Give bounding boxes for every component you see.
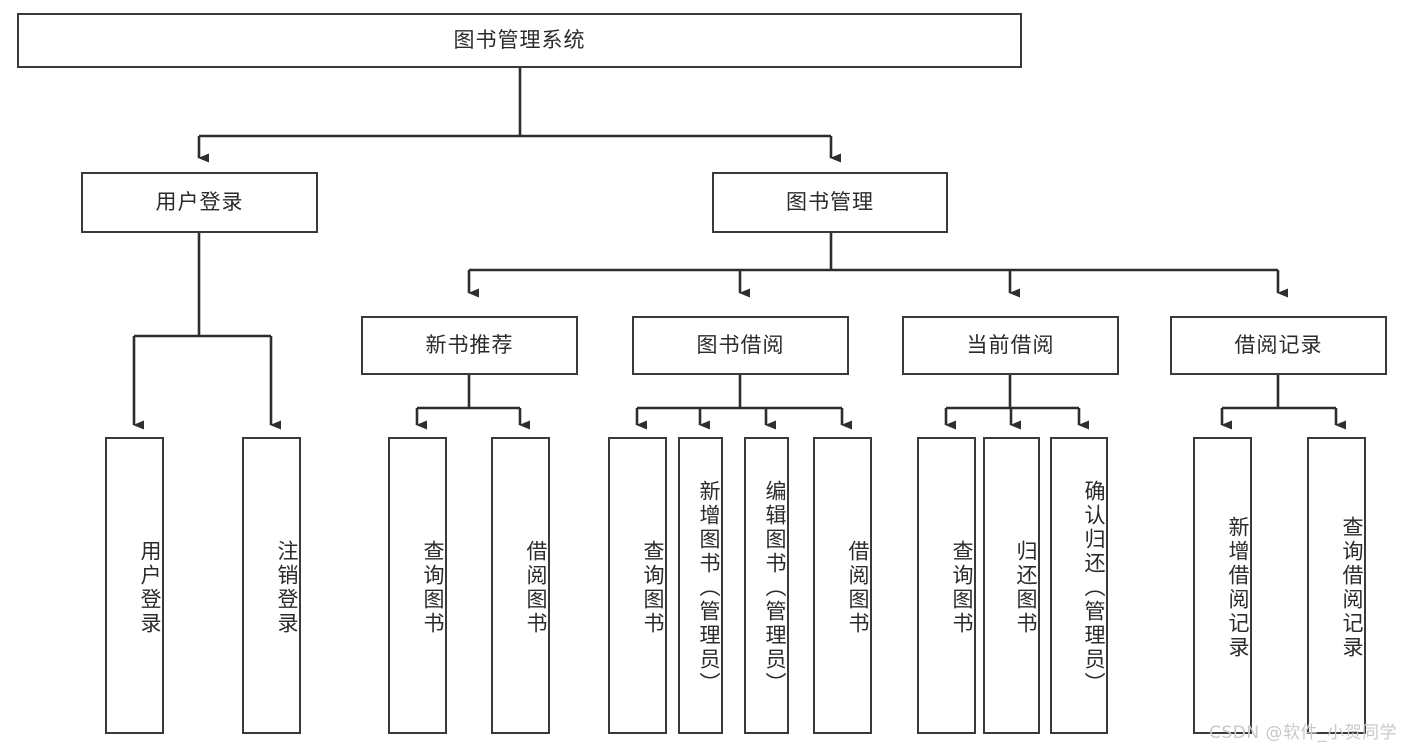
node-leaf-query-record-label: 查询借阅记录	[1340, 515, 1364, 660]
edges-bookborrow-to-leaves	[635, 375, 852, 430]
node-leaf-logout-login[interactable]: 注销登录	[242, 437, 301, 734]
node-user-login[interactable]: 用户登录	[81, 172, 318, 233]
node-leaf-logout-login-label: 注销登录	[275, 539, 299, 636]
node-leaf-add-record-label: 新增借阅记录	[1226, 515, 1250, 660]
node-leaf-return-book[interactable]: 归还图书	[983, 437, 1040, 734]
node-leaf-query-book-2[interactable]: 查询图书	[608, 437, 667, 734]
node-book-management-label: 图书管理	[786, 190, 874, 215]
node-borrow-record[interactable]: 借阅记录	[1170, 316, 1387, 375]
node-user-login-label: 用户登录	[155, 190, 244, 215]
node-new-book-recommend-label: 新书推荐	[425, 333, 514, 358]
node-leaf-query-record[interactable]: 查询借阅记录	[1307, 437, 1366, 734]
node-book-management[interactable]: 图书管理	[712, 172, 948, 233]
node-leaf-borrow-book-1[interactable]: 借阅图书	[491, 437, 550, 734]
node-leaf-return-book-label: 归还图书	[1014, 539, 1038, 636]
node-root-label: 图书管理系统	[453, 28, 586, 53]
node-root[interactable]: 图书管理系统	[17, 13, 1022, 68]
node-leaf-query-book-3-label: 查询图书	[950, 539, 974, 636]
edges-bookmgmt-to-level3	[467, 232, 1288, 298]
node-leaf-edit-book[interactable]: 编辑图书（管理员）	[744, 437, 789, 734]
node-book-borrow[interactable]: 图书借阅	[632, 316, 849, 375]
node-current-borrow[interactable]: 当前借阅	[902, 316, 1119, 375]
node-leaf-add-book-label: 新增图书（管理员）	[697, 479, 721, 696]
edges-newbook-to-leaves	[415, 375, 530, 430]
node-new-book-recommend[interactable]: 新书推荐	[361, 316, 578, 375]
node-leaf-edit-book-label: 编辑图书（管理员）	[763, 479, 787, 696]
node-leaf-confirm-return[interactable]: 确认归还（管理员）	[1050, 437, 1108, 734]
node-leaf-query-book-3[interactable]: 查询图书	[917, 437, 976, 734]
node-leaf-add-book[interactable]: 新增图书（管理员）	[678, 437, 723, 734]
node-leaf-query-book-1[interactable]: 查询图书	[388, 437, 447, 734]
watermark: CSDN @软件_小贺同学	[1209, 723, 1397, 743]
edges-userlogin-to-leaves	[132, 233, 281, 430]
node-leaf-borrow-book-1-label: 借阅图书	[524, 539, 548, 636]
node-leaf-query-book-1-label: 查询图书	[421, 539, 445, 636]
node-leaf-add-record[interactable]: 新增借阅记录	[1193, 437, 1252, 734]
node-leaf-borrow-book-2-label: 借阅图书	[846, 539, 870, 636]
edges-currentborrow-to-leaves	[944, 375, 1089, 430]
node-leaf-borrow-book-2[interactable]: 借阅图书	[813, 437, 872, 734]
node-borrow-record-label: 借阅记录	[1234, 333, 1323, 358]
node-book-borrow-label: 图书借阅	[696, 333, 785, 358]
node-leaf-query-book-2-label: 查询图书	[641, 539, 665, 636]
node-leaf-user-login-label: 用户登录	[138, 539, 162, 636]
edges-borrowrecord-to-leaves	[1220, 375, 1346, 430]
node-leaf-user-login[interactable]: 用户登录	[105, 437, 164, 734]
edges-root-to-level2	[197, 68, 841, 163]
node-current-borrow-label: 当前借阅	[966, 333, 1055, 358]
node-leaf-confirm-return-label: 确认归还（管理员）	[1082, 479, 1106, 696]
